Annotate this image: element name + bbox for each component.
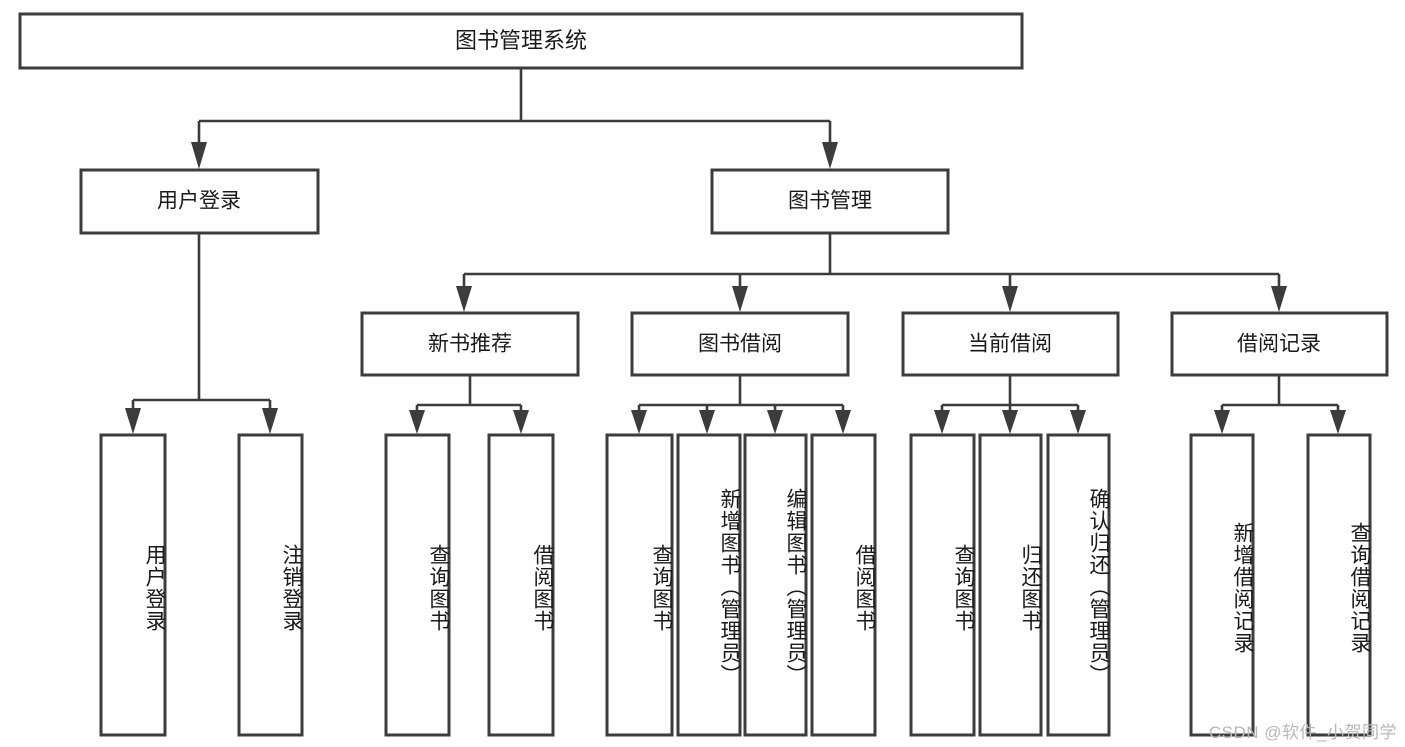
- node-box-borrow-record[interactable]: [1170, 311, 1389, 377]
- arrow-current-leaf3: [1070, 410, 1086, 434]
- arrow-bookmgmt-current: [1002, 286, 1018, 312]
- node-box-book-management[interactable]: [710, 168, 950, 235]
- arrow-borrow-leaf2: [699, 410, 715, 434]
- arrow-record-leaf1: [1214, 410, 1230, 434]
- node-box-leaf-edit-book[interactable]: [743, 433, 808, 737]
- node-box-leaf-query-record[interactable]: [1306, 433, 1372, 737]
- node-box-leaf-borrow-book-2[interactable]: [810, 433, 877, 737]
- node-box-leaf-user-login[interactable]: [99, 433, 167, 737]
- arrow-root-to-bookmgmt: [822, 142, 838, 169]
- node-box-root[interactable]: [18, 12, 1024, 70]
- node-box-leaf-query-book-3[interactable]: [909, 433, 976, 737]
- node-label-book-borrow: 图书借阅: [698, 333, 782, 356]
- node-box-leaf-add-book[interactable]: [676, 433, 742, 737]
- node-label-book-management: 图书管理: [788, 190, 872, 213]
- node-label-user-login: 用户登录: [157, 190, 241, 213]
- node-box-new-book-recommend[interactable]: [360, 311, 580, 377]
- csdn-watermark: CSDN @软件_小贺同学: [1208, 723, 1397, 742]
- node-box-leaf-query-book-2[interactable]: [605, 433, 674, 737]
- arrow-newbook-leaf2: [513, 410, 529, 434]
- arrow-borrow-leaf4: [835, 410, 851, 434]
- node-box-leaf-query-book-1[interactable]: [384, 433, 451, 737]
- node-label-root: 图书管理系统: [455, 28, 587, 53]
- node-box-leaf-return-book[interactable]: [978, 433, 1043, 737]
- arrow-record-leaf2: [1330, 410, 1346, 434]
- arrow-current-leaf2: [1002, 410, 1018, 434]
- node-layer: 图书管理系统 用户登录 图书管理 新书推荐 图书借阅 当前借阅 借阅记录: [18, 12, 1389, 737]
- arrow-root-to-userlogin: [191, 142, 207, 169]
- arrow-borrow-leaf1: [631, 410, 647, 434]
- arrow-userlogin-leaf1: [125, 408, 141, 434]
- node-box-current-borrow[interactable]: [901, 311, 1120, 377]
- arrow-borrow-leaf3: [767, 410, 783, 434]
- arrow-bookmgmt-borrow: [732, 286, 748, 312]
- node-box-leaf-logout[interactable]: [237, 433, 304, 737]
- node-box-leaf-confirm-return[interactable]: [1046, 433, 1111, 737]
- node-box-user-login[interactable]: [79, 168, 320, 235]
- connector-layer: [125, 68, 1346, 434]
- node-label-new-book-recommend: 新书推荐: [428, 333, 512, 356]
- node-box-leaf-add-record[interactable]: [1189, 433, 1255, 737]
- node-box-book-borrow[interactable]: [630, 311, 850, 377]
- arrow-bookmgmt-record: [1271, 286, 1287, 312]
- arrow-bookmgmt-newbook: [456, 286, 472, 312]
- arrow-newbook-leaf1: [409, 410, 425, 434]
- node-label-borrow-record: 借阅记录: [1237, 333, 1321, 356]
- node-box-leaf-borrow-book-1[interactable]: [487, 433, 555, 737]
- arrow-current-leaf1: [934, 410, 950, 434]
- node-label-current-borrow: 当前借阅: [968, 333, 1052, 356]
- arrow-userlogin-leaf2: [262, 408, 278, 434]
